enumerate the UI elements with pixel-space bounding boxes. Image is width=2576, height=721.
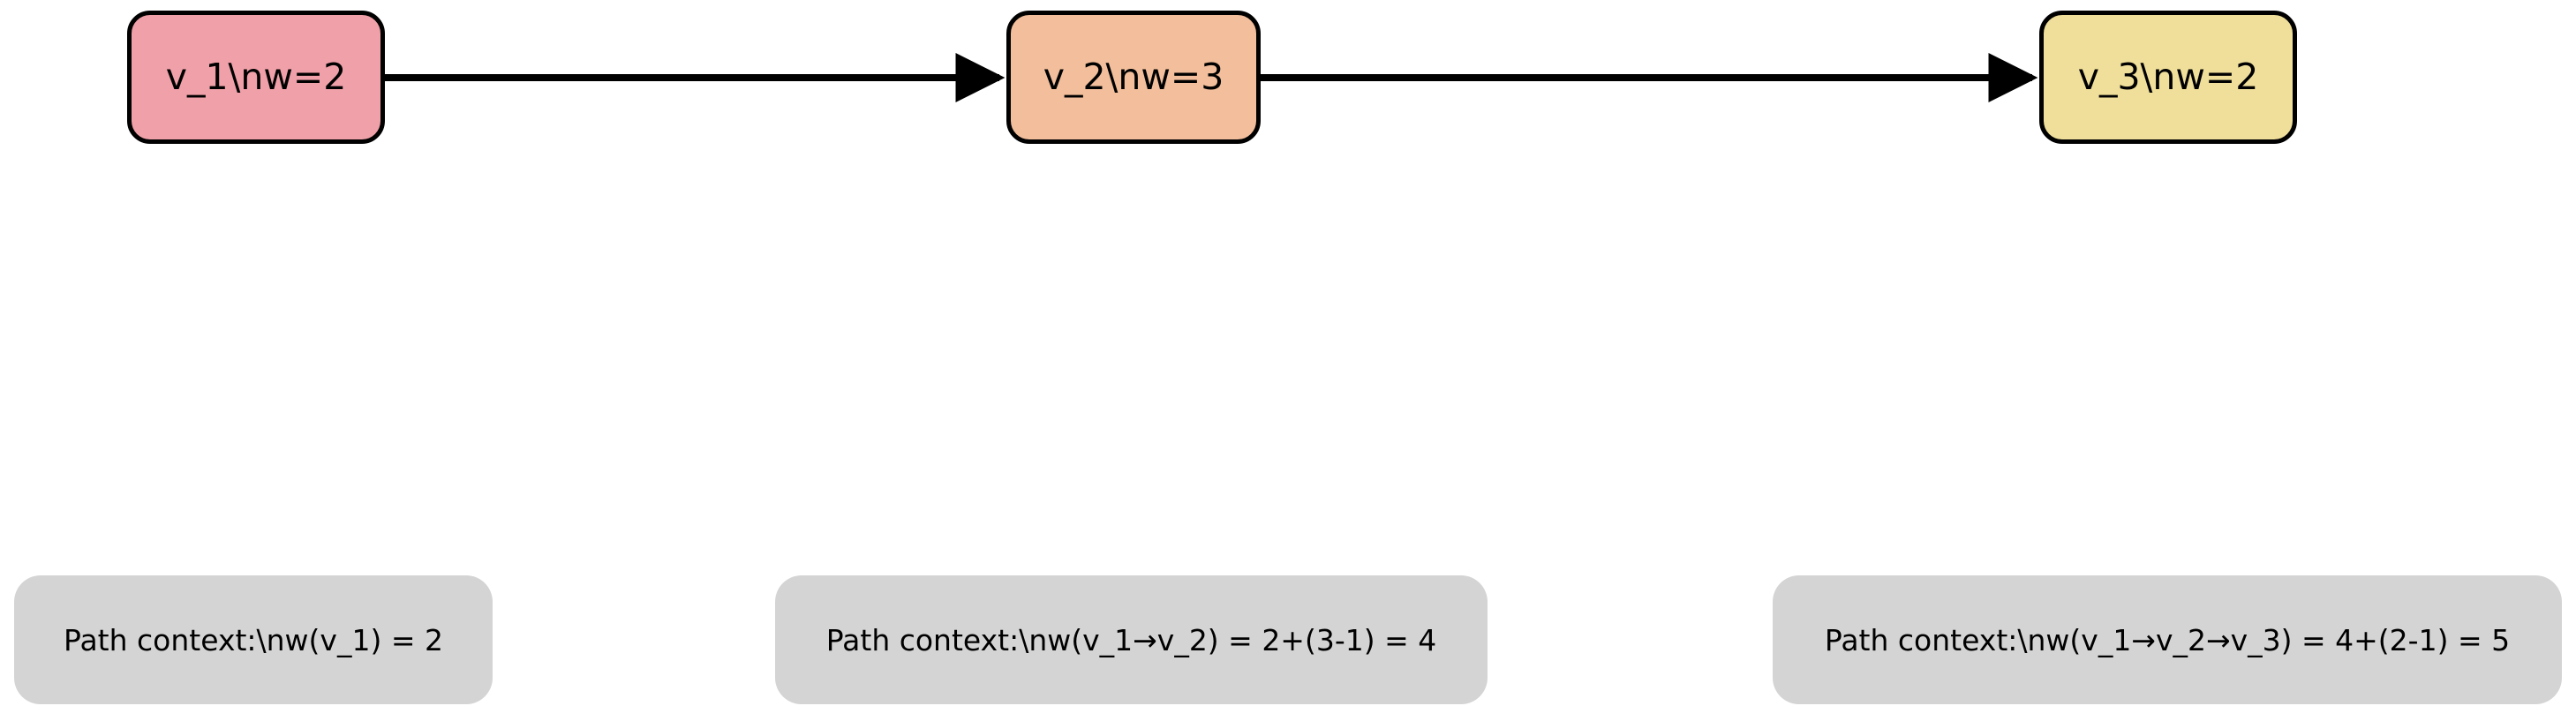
graph-node-v1[interactable]: v_1\nw=2 [127,11,385,144]
graph-node-v3[interactable]: v_3\nw=2 [2039,11,2297,144]
path-context-annotation-3-text: Path context:\nw(v_1→v_2→v_3) = 4+(2-1) … [1824,622,2511,657]
graph-node-v2-label: v_2\nw=3 [1043,56,1224,98]
path-context-annotation-2-text: Path context:\nw(v_1→v_2) = 2+(3-1) = 4 [825,622,1437,657]
graph-node-v3-label: v_3\nw=2 [2077,56,2259,98]
graph-node-v2[interactable]: v_2\nw=3 [1006,11,1261,144]
path-context-annotation-1-text: Path context:\nw(v_1) = 2 [64,622,443,657]
graph-node-v1-label: v_1\nw=2 [165,56,347,98]
path-context-annotation-3: Path context:\nw(v_1→v_2→v_3) = 4+(2-1) … [1773,575,2562,704]
path-context-annotation-2: Path context:\nw(v_1→v_2) = 2+(3-1) = 4 [775,575,1488,704]
path-context-annotation-1: Path context:\nw(v_1) = 2 [14,575,493,704]
